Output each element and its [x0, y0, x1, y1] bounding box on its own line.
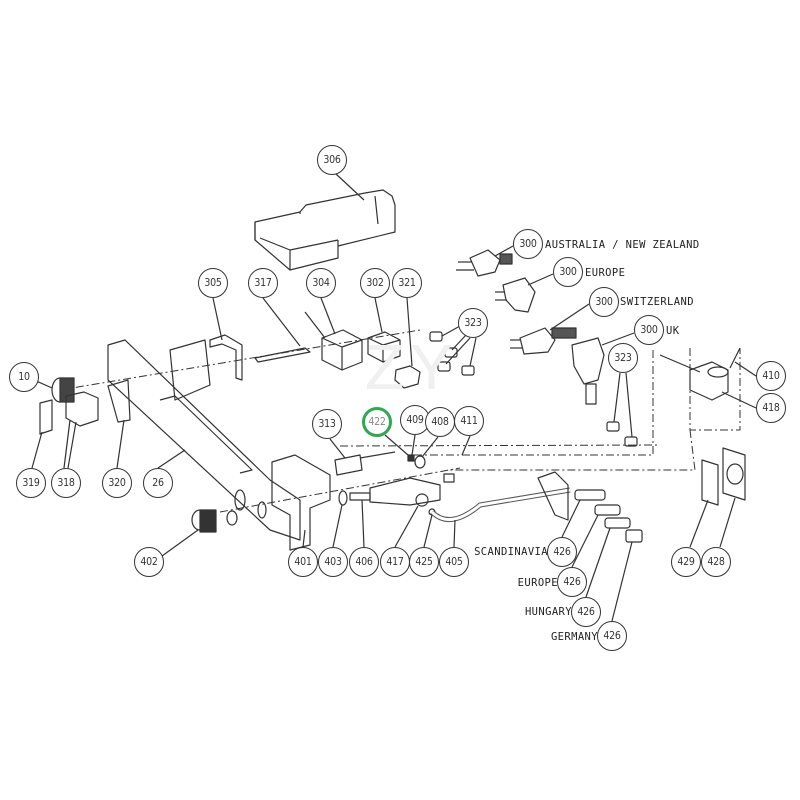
callout-428[interactable]: 428 [701, 547, 731, 577]
callout-319[interactable]: 319 [16, 468, 46, 498]
variant-label: UK [666, 325, 680, 337]
part-401-bracket [271, 454, 331, 551]
callout-411[interactable]: 411 [454, 406, 484, 436]
callout-305[interactable]: 305 [198, 268, 228, 298]
callout-417[interactable]: 417 [380, 547, 410, 577]
part-323-clips [429, 325, 477, 376]
callout-425[interactable]: 425 [409, 547, 439, 577]
part-306-cover [254, 173, 396, 271]
callout-320[interactable]: 320 [102, 468, 132, 498]
part-300-plugs [456, 245, 635, 405]
part-405-gas-pipe [430, 487, 571, 548]
callout-426[interactable]: 426 [557, 567, 587, 597]
part-418-gas-valve [659, 347, 757, 409]
part-402-knob [161, 509, 238, 557]
callout-426[interactable]: 426 [597, 621, 627, 651]
part-409-nut [407, 434, 416, 462]
part-417-valve-body [369, 477, 441, 548]
callout-10[interactable]: 10 [9, 362, 39, 392]
callout-405[interactable]: 405 [439, 547, 469, 577]
callout-408[interactable]: 408 [425, 407, 455, 437]
callout-422-selected[interactable]: 422 [362, 407, 392, 437]
dashed-connection-lines [59, 329, 741, 513]
callout-410[interactable]: 410 [756, 361, 786, 391]
callout-317[interactable]: 317 [248, 268, 278, 298]
part-422-pilot [384, 434, 409, 456]
callout-318[interactable]: 318 [51, 468, 81, 498]
variant-label: SCANDINAVIA [474, 546, 548, 558]
callout-429[interactable]: 429 [671, 547, 701, 577]
callout-313[interactable]: 313 [312, 409, 342, 439]
part-426-injectors [537, 471, 643, 622]
callout-401[interactable]: 401 [288, 547, 318, 577]
variant-label: AUSTRALIA / NEW ZEALAND [545, 239, 700, 251]
callout-300[interactable]: 300 [589, 287, 619, 317]
part-26-front-panel [107, 339, 301, 541]
callout-403[interactable]: 403 [318, 547, 348, 577]
part-406-spindle [349, 492, 371, 548]
variant-label: HUNGARY [524, 606, 572, 618]
part-319-plate [31, 399, 53, 469]
callout-26[interactable]: 26 [143, 468, 173, 498]
callout-406[interactable]: 406 [349, 547, 379, 577]
variant-label: EUROPE [585, 267, 626, 279]
part-304-thermostat [304, 297, 363, 371]
variant-label: SWITZERLAND [620, 296, 694, 308]
callout-300[interactable]: 300 [634, 315, 664, 345]
callout-426[interactable]: 426 [571, 597, 601, 627]
watermark: ZY [365, 331, 459, 403]
callout-321[interactable]: 321 [392, 268, 422, 298]
part-10-knob [33, 377, 75, 403]
part-320-bezel [107, 379, 131, 469]
part-302-terminal-block [367, 297, 401, 363]
part-429-gasket [689, 459, 719, 548]
callout-402[interactable]: 402 [134, 547, 164, 577]
part-323-clips-right [606, 372, 638, 447]
part-408-fitting [414, 436, 439, 469]
callout-300[interactable]: 300 [553, 257, 583, 287]
callout-418[interactable]: 418 [756, 393, 786, 423]
part-305-bracket [209, 297, 243, 381]
callout-302[interactable]: 302 [360, 268, 390, 298]
part-428-plate [719, 447, 746, 548]
part-411-tube [443, 435, 471, 483]
callout-304[interactable]: 304 [306, 268, 336, 298]
callout-306[interactable]: 306 [317, 145, 347, 175]
callout-300[interactable]: 300 [513, 229, 543, 259]
part-318-switch [63, 391, 99, 469]
variant-label: GERMANY [550, 631, 598, 643]
callout-323[interactable]: 323 [608, 343, 638, 373]
variant-label: EUROPE [517, 577, 558, 589]
part-313-thermocouple [329, 438, 396, 476]
part-317-shaft [254, 297, 311, 363]
callout-426[interactable]: 426 [547, 537, 577, 567]
callout-323[interactable]: 323 [458, 308, 488, 338]
part-403-nut [332, 490, 348, 548]
